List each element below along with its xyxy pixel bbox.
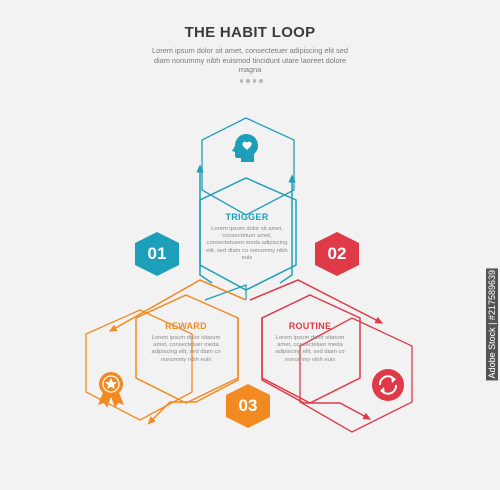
head-heart-icon: [232, 134, 258, 162]
cycle-arrows-icon: [372, 369, 404, 401]
trigger-label: TRIGGER: [225, 212, 269, 222]
pagination-dots: [238, 79, 264, 83]
dot: [239, 79, 243, 83]
routine-shape: [249, 279, 413, 433]
trigger-description: Lorem ipsum dolor sit amet, consectetuer…: [206, 226, 288, 261]
dot: [246, 79, 250, 83]
routine-outer-hexagon: [299, 317, 413, 433]
reward-arrow-bottom: [147, 318, 239, 425]
routine-arrow-bottom: [261, 318, 372, 420]
reward-number: 03: [238, 396, 258, 415]
number-badge-02: [315, 232, 359, 276]
trigger-outer-hexagon: [201, 117, 295, 216]
page-title: THE HABIT LOOP: [184, 24, 316, 41]
dot: [259, 79, 263, 83]
dot: [252, 79, 256, 83]
reward-shape: [85, 279, 247, 425]
routine-text: ROUTINE Lorem ipsum dolor sitarum amet, …: [268, 321, 352, 364]
reward-text: REWARD Lorem ipsum dolor sitarum amet, c…: [144, 321, 228, 364]
routine-arrow-top: [249, 279, 384, 324]
reward-arrow-top: [108, 279, 247, 332]
trigger-arrow-right: [279, 174, 296, 284]
routine-label: ROUTINE: [288, 321, 332, 331]
trigger-text: TRIGGER Lorem ipsum dolor sit amet, cons…: [206, 212, 288, 262]
routine-number: 02: [327, 244, 347, 263]
number-badge-01: [135, 232, 179, 276]
page-subtitle: Lorem ipsum dolor sit amet, consectetuer…: [152, 46, 348, 75]
number-badge-03: [226, 384, 270, 428]
stock-watermark: Adobe Stock | #217589639: [486, 267, 498, 380]
routine-description: Lorem ipsum dolor sitarum amet, consecte…: [275, 335, 345, 363]
medal-star-icon: [98, 372, 124, 408]
reward-outer-hexagon: [85, 309, 193, 421]
trigger-number: 01: [147, 244, 167, 263]
trigger-rail-left: [204, 284, 247, 301]
trigger-arrow-left: [196, 164, 213, 284]
reward-description: Lorem ipsum dolor sitarum amet, consecte…: [151, 335, 221, 363]
reward-label: REWARD: [165, 321, 207, 331]
trigger-shape: [196, 117, 297, 301]
